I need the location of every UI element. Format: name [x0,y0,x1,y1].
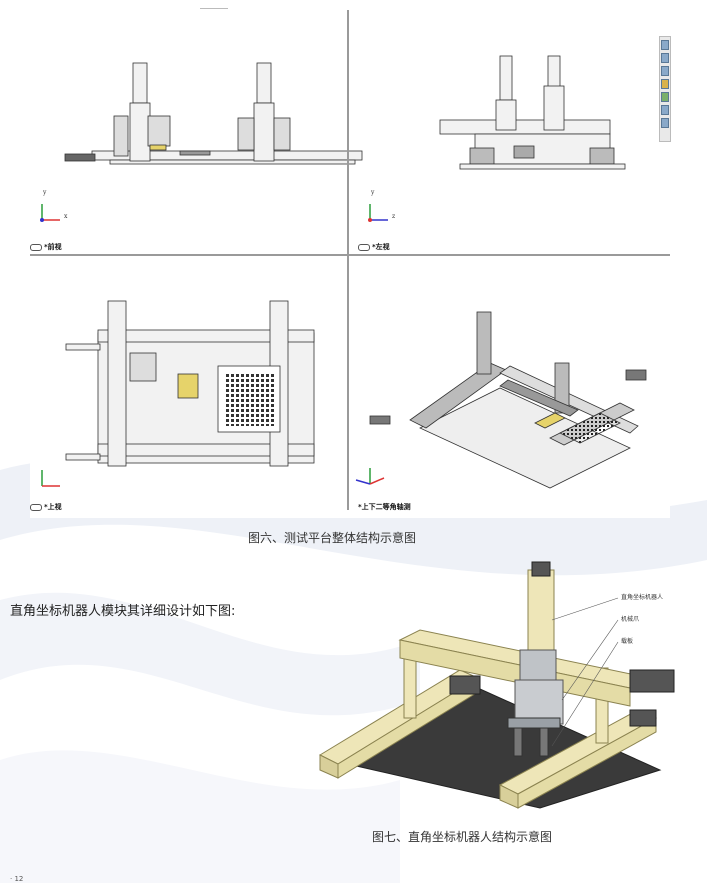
axis-triad-top [41,470,60,487]
z-axis-module [514,561,564,725]
axis-label-x-front: x [64,213,68,220]
rail-left [318,669,481,779]
cad-view-toolbar[interactable] [659,36,671,142]
leader-line-robot [551,597,619,621]
left-view-label-text: *左视 [372,243,390,251]
view-tool-icon[interactable] [661,53,669,63]
rail-right [498,709,658,809]
front-view-drawing [64,62,363,165]
axis-label-y-left: y [371,189,375,196]
callout-gripper: 机械爪 [621,616,640,623]
axis-triad-left [368,204,388,222]
leader-line-gripper [561,619,619,701]
view-tool-icon[interactable] [661,40,669,50]
section-intro-text: 直角坐标机器人模块其详细设计如下图: [10,604,236,619]
view-tool-icon[interactable] [661,66,669,76]
top-view-label-text: *上视 [44,503,62,511]
figure7-caption: 图七、直角坐标机器人结构示意图 [372,830,553,844]
left-view-label: *左视 [358,242,390,252]
cad-drawings [40,55,647,489]
iso-view-label: *上下二等角轴测 [358,502,411,512]
cartesian-robot-illustration [318,561,675,809]
page-number: · 12 [10,875,24,883]
front-view-label-text: *前视 [44,243,62,251]
leader-line-plate [551,641,619,747]
cad-view-grid [30,8,670,518]
callout-carrier-plate: 载板 [621,638,634,645]
left-view-drawing [439,55,626,170]
view-eye-icon [30,243,42,251]
figure6-caption: 图六、测试平台整体结构示意图 [248,531,417,545]
callout-cartesian-robot: 直角坐标机器人 [621,594,664,601]
view-divider-vertical [347,10,349,510]
gripper [507,717,561,757]
front-view-label: *前视 [30,242,62,252]
axis-label-y-front: y [43,189,47,196]
top-view-label: *上视 [30,502,62,512]
view-eye-icon [358,243,370,251]
top-view-drawing [65,300,315,467]
axis-triad-iso [355,468,385,485]
view-tool-icon[interactable] [661,92,669,102]
axis-label-z-left: z [392,213,396,220]
iso-view-label-text: *上下二等角轴测 [358,503,411,511]
view-tool-icon[interactable] [661,118,669,128]
view-tool-icon[interactable] [661,105,669,115]
iso-view-drawing [369,311,647,489]
axis-triad-front [40,204,60,222]
view-divider-horizontal [30,254,670,256]
view-eye-icon [30,503,42,511]
view-top-mark [200,8,228,9]
view-tool-icon[interactable] [661,79,669,89]
